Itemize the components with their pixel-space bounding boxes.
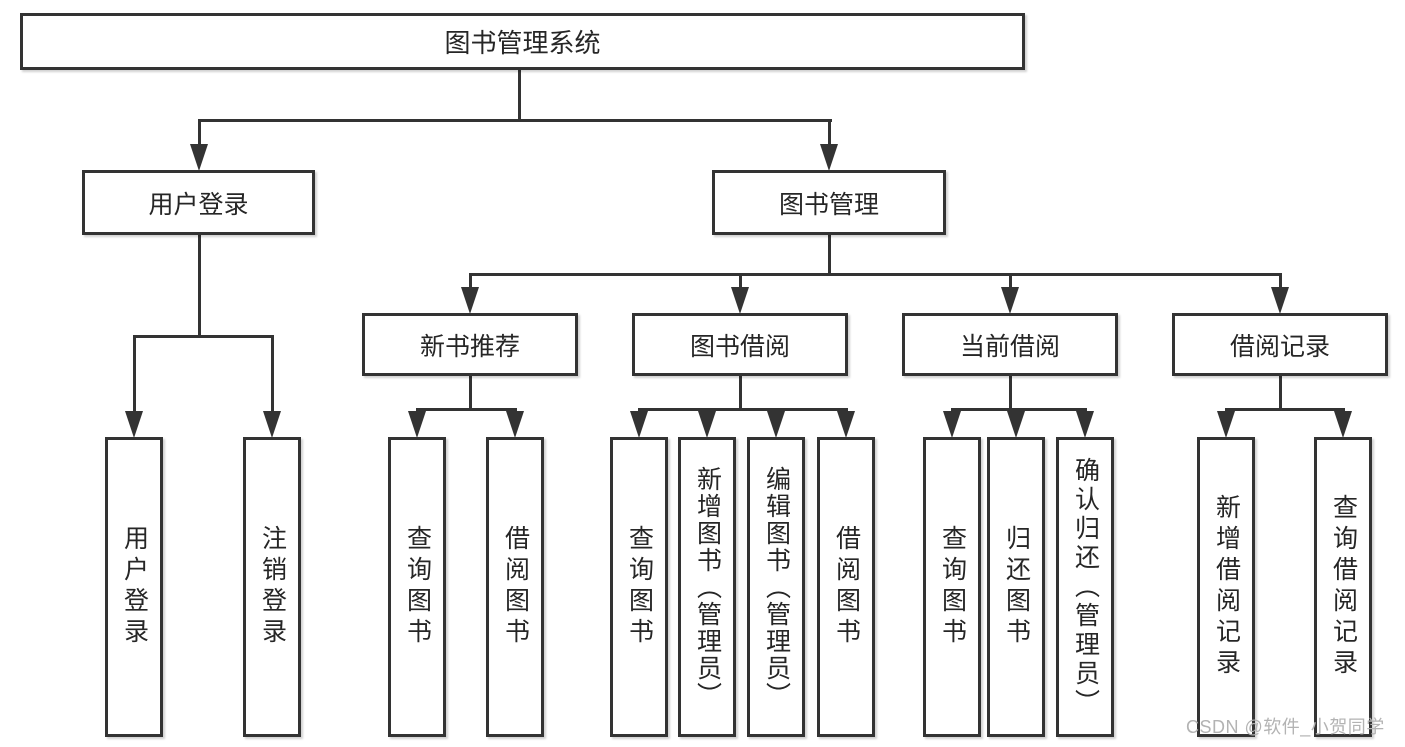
arrowhead-down-icon [506, 411, 524, 438]
node-borrow-record: 借阅记录 [1172, 313, 1388, 376]
connector-line [1279, 273, 1282, 291]
arrowhead-down-icon [408, 411, 426, 438]
node-user-login: 用户登录 [82, 170, 315, 235]
arrowhead-down-icon [943, 411, 961, 438]
connector-line [133, 335, 274, 338]
leaf-user-login: 用户登录 [105, 437, 163, 737]
arrowhead-down-icon [1001, 287, 1019, 314]
connector-line [518, 70, 521, 119]
node-label: 图书借阅 [689, 332, 790, 361]
arrowhead-down-icon [461, 287, 479, 314]
connector-line [1009, 376, 1012, 408]
leaf-rec-borrow-books: 借阅图书 [486, 437, 544, 737]
connector-line [638, 408, 848, 411]
node-label: 用户登录 [148, 190, 249, 219]
arrowhead-down-icon [1007, 411, 1025, 438]
connector-line [198, 235, 201, 335]
arrowhead-down-icon [731, 287, 749, 314]
connector-line [271, 335, 274, 413]
connector-line [739, 376, 742, 408]
connector-line [1225, 408, 1345, 411]
arrowhead-down-icon [767, 411, 785, 438]
node-label: 查询图书 [403, 525, 432, 649]
node-book-borrow: 图书借阅 [632, 313, 848, 376]
node-label: 新增图书（管理员） [693, 465, 722, 709]
node-label: 用户登录 [120, 525, 149, 649]
node-label: 图书管理系统 [444, 28, 601, 58]
node-label: 新书推荐 [419, 332, 520, 361]
connector-line [469, 376, 472, 408]
connector-line [469, 273, 1282, 276]
node-book-management: 图书管理 [712, 170, 946, 235]
connector-line [1009, 273, 1012, 291]
leaf-bb-add-books-admin: 新增图书（管理员） [678, 437, 736, 737]
connector-line [828, 119, 831, 147]
leaf-bb-borrow-books: 借阅图书 [817, 437, 875, 737]
connector-line [1279, 376, 1282, 408]
arrowhead-down-icon [263, 411, 281, 438]
connector-line [198, 119, 201, 147]
node-label: 查询图书 [938, 525, 967, 649]
arrowhead-down-icon [125, 411, 143, 438]
leaf-bb-query-books: 查询图书 [610, 437, 668, 737]
node-label: 图书管理 [778, 190, 879, 219]
node-label: 确认归还（管理员） [1071, 456, 1100, 718]
node-label: 编辑图书（管理员） [762, 465, 791, 709]
connector-line [828, 235, 831, 273]
leaf-logout: 注销登录 [243, 437, 301, 737]
connector-line [416, 408, 517, 411]
node-label: 新增借阅记录 [1212, 494, 1241, 680]
leaf-bb-edit-books-admin: 编辑图书（管理员） [747, 437, 805, 737]
arrowhead-down-icon [698, 411, 716, 438]
node-label: 查询图书 [625, 525, 654, 649]
leaf-rec-query-books: 查询图书 [388, 437, 446, 737]
csdn-watermark: CSDN @软件_小贺同学 [1186, 717, 1385, 737]
connector-line [469, 273, 472, 291]
node-label: 注销登录 [258, 525, 287, 649]
arrowhead-down-icon [837, 411, 855, 438]
leaf-br-query-record: 查询借阅记录 [1314, 437, 1372, 737]
node-root: 图书管理系统 [20, 13, 1025, 70]
arrowhead-down-icon [1076, 411, 1094, 438]
connector-line [198, 119, 832, 122]
node-label: 借阅图书 [832, 525, 861, 649]
arrowhead-down-icon [1271, 287, 1289, 314]
node-new-book-recommend: 新书推荐 [362, 313, 578, 376]
node-label: 查询借阅记录 [1329, 494, 1358, 680]
arrowhead-down-icon [630, 411, 648, 438]
connector-line [951, 408, 1087, 411]
connector-line [739, 273, 742, 291]
leaf-br-add-record: 新增借阅记录 [1197, 437, 1255, 737]
node-label: 归还图书 [1002, 525, 1031, 649]
node-current-borrow: 当前借阅 [902, 313, 1118, 376]
arrowhead-down-icon [1334, 411, 1352, 438]
node-label: 借阅记录 [1229, 332, 1330, 361]
leaf-cb-query-books: 查询图书 [923, 437, 981, 737]
arrowhead-down-icon [1217, 411, 1235, 438]
connector-line [133, 335, 136, 413]
leaf-cb-confirm-return-admin: 确认归还（管理员） [1056, 437, 1114, 737]
node-label: 借阅图书 [501, 525, 530, 649]
arrowhead-down-icon [820, 144, 838, 171]
arrowhead-down-icon [190, 144, 208, 171]
node-label: 当前借阅 [959, 332, 1060, 361]
leaf-cb-return-books: 归还图书 [987, 437, 1045, 737]
